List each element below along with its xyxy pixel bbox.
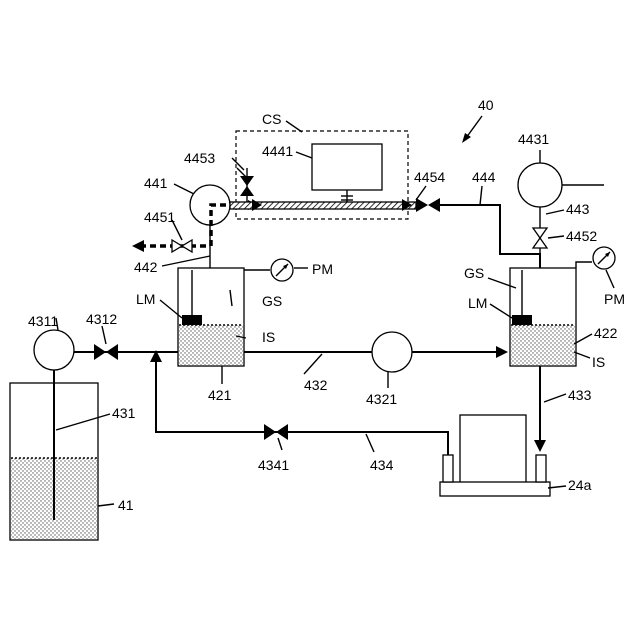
label-431: 431 <box>112 405 136 421</box>
label-4431: 4431 <box>518 131 549 147</box>
label-gs-left: GS <box>262 293 282 309</box>
label-4453: 4453 <box>184 150 215 166</box>
label-is-left: IS <box>262 329 275 345</box>
label-442: 442 <box>134 259 158 275</box>
label-is-right: IS <box>592 354 605 370</box>
label-4454: 4454 <box>414 169 445 185</box>
valve-4452 <box>533 228 547 248</box>
label-432: 432 <box>304 377 328 393</box>
valve-4451 <box>172 240 192 252</box>
arrow-to-sub-tank-422 <box>496 346 508 358</box>
label-lm-left: LM <box>136 291 155 307</box>
arrow-to-head <box>534 440 546 452</box>
label-cs: CS <box>262 111 281 127</box>
label-lm-right: LM <box>468 295 487 311</box>
valve-4453 <box>240 176 254 196</box>
label-gs-right: GS <box>464 265 484 281</box>
label-422: 422 <box>594 325 618 341</box>
label-system-40: 40 <box>478 97 494 113</box>
label-4441: 4441 <box>262 143 293 159</box>
label-4341: 4341 <box>258 457 289 473</box>
tank-4431 <box>518 163 562 207</box>
pipe-444 <box>440 205 540 268</box>
label-443: 443 <box>566 201 590 217</box>
valve-4341 <box>264 424 288 440</box>
pump-4321 <box>372 332 412 372</box>
label-4312: 4312 <box>86 311 117 327</box>
label-4451: 4451 <box>144 209 175 225</box>
label-24a: 24a <box>568 477 592 493</box>
valve-4312 <box>94 344 118 360</box>
label-41: 41 <box>118 497 134 513</box>
label-434: 434 <box>370 457 394 473</box>
label-421: 421 <box>208 387 232 403</box>
print-head-24a <box>440 415 550 496</box>
label-4321: 4321 <box>366 391 397 407</box>
label-4311: 4311 <box>28 313 58 329</box>
liquid-level-float-left <box>182 315 202 325</box>
valve-4454 <box>416 198 440 212</box>
label-433: 433 <box>568 387 592 403</box>
label-pm-left: PM <box>312 261 333 277</box>
return-pipe-434 <box>156 356 448 458</box>
label-444: 444 <box>472 169 496 185</box>
label-441: 441 <box>144 175 168 191</box>
module-4441 <box>312 144 382 190</box>
label-4452: 4452 <box>566 228 597 244</box>
pump-4311 <box>34 330 74 370</box>
label-pm-right: PM <box>604 291 625 307</box>
liquid-level-float-right <box>512 315 532 325</box>
